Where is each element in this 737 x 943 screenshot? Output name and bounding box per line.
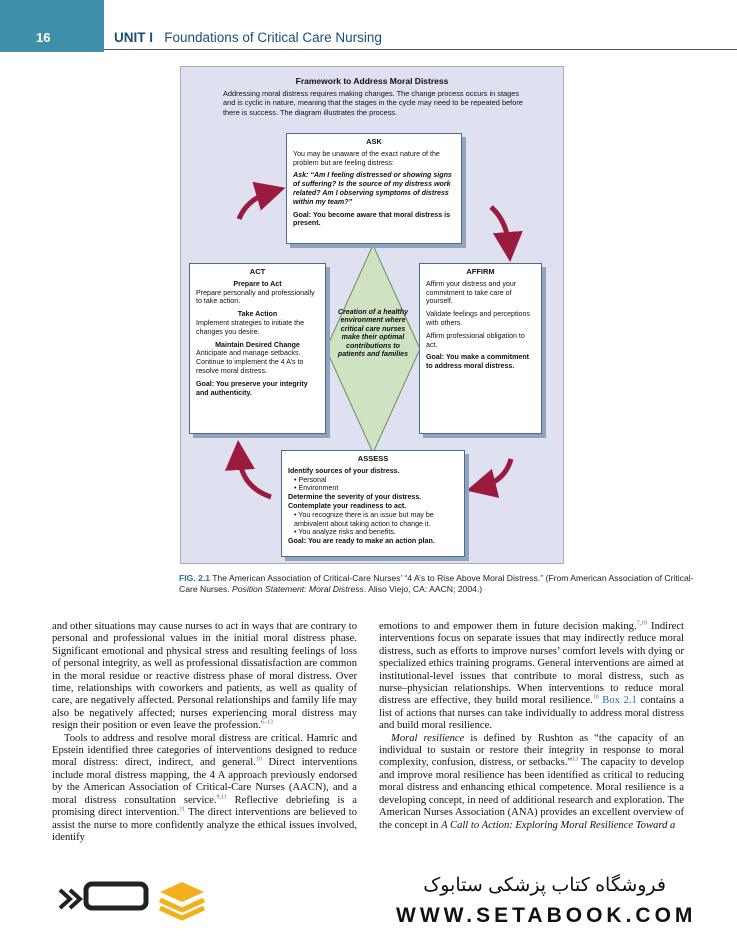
assess-line-1: Identify sources of your distress.: [288, 466, 400, 475]
term: Moral resilience: [391, 732, 465, 744]
assess-box: ASSESS Identify sources of your distress…: [281, 450, 465, 557]
cycle-arrows: [224, 181, 523, 500]
figure-title: Framework to Address Moral Distress: [295, 76, 449, 86]
act-text-take-action: Implement strategies to initiate the cha…: [196, 318, 305, 336]
figure-moral-distress: Framework to Address Moral Distress Addr…: [180, 66, 564, 564]
store-name: فروشگاه کتاب پزشکی ستابوک: [423, 875, 666, 896]
assess-line-2: Determine the severity of your distress.: [288, 493, 422, 502]
affirm-text-3: Affirm professional obligation to act.: [426, 331, 525, 349]
paragraph-text: The direct interventions are believed to…: [52, 807, 358, 843]
running-head: UNIT I Foundations of Critical Care Nurs…: [114, 30, 382, 45]
figure-intro: Addressing moral distress requires makin…: [223, 89, 523, 117]
affirm-box: AFFIRM Affirm your distress and your com…: [419, 263, 542, 434]
act-sub-take-action: Take Action: [237, 310, 278, 319]
assess-goal: Goal: You are ready to make an action pl…: [288, 537, 435, 546]
paragraph-text: is defined by Rushton as “the capacity o…: [379, 732, 684, 769]
page-number-box: 16: [0, 0, 104, 52]
paragraph-text: Indirect interventions focus on separate…: [379, 621, 684, 707]
paragraph-text: emotions to and empower them in future d…: [379, 621, 637, 632]
assess-title: ASSESS: [357, 454, 389, 463]
act-title: ACT: [249, 267, 266, 276]
ask-text: You may be unaware of the exact nature o…: [293, 149, 440, 167]
assess-bullets-1: Personal Environment: [288, 476, 458, 494]
ask-goal: Goal: You become aware that moral distre…: [293, 210, 451, 228]
act-sub-prepare: Prepare to Act: [233, 279, 282, 288]
act-sub-maintain: Maintain Desired Change: [215, 340, 300, 349]
unit-title: Foundations of Critical Care Nursing: [164, 30, 382, 45]
watermark-banner: فروشگاه کتاب پزشکی ستابوک WWW.SETABOOK.C…: [0, 862, 737, 943]
right-column: emotions to and empower them in future d…: [379, 620, 684, 832]
caption-text: The American Association of Critical-Car…: [179, 573, 694, 594]
arrow-affirm-to-assess: [466, 458, 514, 498]
store-url[interactable]: WWW.SETABOOK.COM: [396, 904, 697, 927]
center-text: Creation of a healthy environment where …: [337, 308, 409, 359]
paragraph: emotions to and empower them in future d…: [379, 620, 684, 733]
paragraph: Tools to address and resolve moral distr…: [52, 733, 357, 845]
italic-title: A Call to Action: Exploring Moral Resili…: [441, 819, 676, 831]
paragraph-text: The capacity to develop and improve mora…: [379, 757, 685, 831]
assess-bullets-2: You recognize there is an issue but may …: [288, 511, 458, 537]
caption-end: . Aliso Viejo, CA: AACN; 2004.): [363, 584, 483, 594]
reference[interactable]: 11: [179, 806, 186, 813]
reference[interactable]: 9,11: [216, 794, 227, 801]
act-text-maintain: Anticipate and manage setbacks. Continue…: [196, 349, 304, 375]
assess-bullet: Environment: [294, 484, 458, 493]
assess-bullet: Personal: [294, 476, 458, 485]
center-diamond: [326, 245, 420, 453]
affirm-goal: Goal: You make a commitment to address m…: [426, 353, 530, 371]
figure-label: FIG. 2.1: [179, 573, 211, 583]
act-goal: Goal: You preserve your integrity and au…: [196, 379, 308, 397]
paragraph-text: and other situations may cause nurses to…: [52, 621, 357, 732]
arrow-assess-to-act: [224, 440, 272, 500]
reference[interactable]: 10: [592, 694, 599, 701]
ask-title: ASK: [366, 137, 382, 146]
affirm-text-2: Validate feelings and perceptions with o…: [426, 310, 530, 327]
reference[interactable]: 13: [572, 756, 579, 763]
reference[interactable]: 10: [255, 756, 262, 763]
figure-caption: FIG. 2.1 The American Association of Cri…: [179, 573, 704, 595]
unit-label: UNIT I: [114, 30, 153, 45]
assess-bullet: You analyze risks and benefits.: [294, 528, 458, 537]
reference[interactable]: 7,10: [636, 620, 648, 627]
ask-questions: Ask: “Am I feeling distressed or showing…: [293, 171, 452, 206]
ask-box: ASK You may be unaware of the exact natu…: [286, 133, 462, 244]
paragraph: Moral resilience is defined by Rushton a…: [379, 733, 684, 832]
arrow-ask-to-affirm: [489, 205, 523, 262]
reference[interactable]: 6–13: [260, 719, 273, 726]
paragraph: and other situations may cause nurses to…: [52, 621, 357, 733]
page-header: 16 UNIT I Foundations of Critical Care N…: [0, 0, 737, 52]
assess-bullet: You recognize there is an issue but may …: [294, 511, 458, 529]
paragraph-text: Reflective debriefing is a promising dir…: [52, 794, 357, 819]
page-number: 16: [36, 30, 51, 45]
paragraph-text: Tools to address and resolve moral distr…: [52, 732, 357, 769]
act-box: ACT Prepare to Act Prepare personally an…: [189, 263, 326, 434]
caption-italic: Position Statement: Moral Distress: [232, 584, 364, 594]
paragraph-text: contains a list of actions that nurses c…: [379, 695, 684, 732]
box-link[interactable]: Box 2.1: [598, 695, 637, 707]
assess-line-3: Contemplate your readiness to act.: [288, 501, 407, 510]
left-column: and other situations may cause nurses to…: [52, 621, 357, 844]
setabook-logo: [58, 881, 206, 921]
header-rule: [104, 49, 737, 50]
affirm-title: AFFIRM: [466, 267, 495, 276]
arrow-act-to-ask: [236, 181, 286, 221]
act-text-prepare: Prepare personally and professionally to…: [196, 288, 315, 306]
paragraph-text: Direct interventions include moral distr…: [52, 757, 358, 806]
affirm-text-1: Affirm your distress and your commitment…: [426, 279, 517, 306]
